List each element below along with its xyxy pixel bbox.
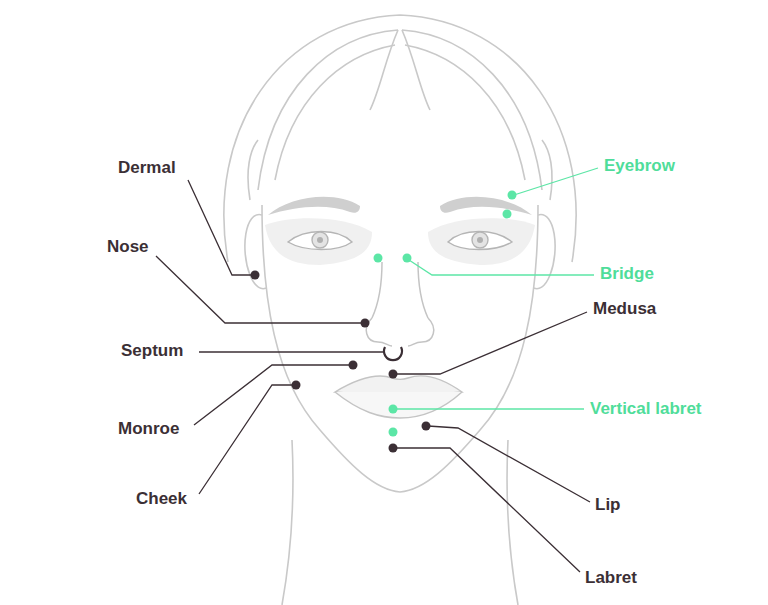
iris <box>312 232 328 248</box>
piercing-label: Vertical labret <box>590 399 702 419</box>
piercing-dot <box>374 254 383 263</box>
piercing-dot <box>389 444 398 453</box>
nostril <box>408 318 434 346</box>
leader-line <box>199 351 384 352</box>
face-outline <box>224 15 576 605</box>
piercing-dot <box>349 361 358 370</box>
piercing-label: Nose <box>107 237 149 257</box>
leader-line <box>396 448 580 572</box>
eyebrow-shape <box>440 197 532 215</box>
leader-line <box>514 168 598 195</box>
nose-line <box>418 262 428 318</box>
leader-line <box>396 312 587 374</box>
leader-line <box>409 260 594 275</box>
piercing-dot <box>389 405 398 414</box>
piercing-dot <box>292 381 301 390</box>
neck-line <box>507 440 518 605</box>
leader-line <box>188 180 252 275</box>
ear <box>534 215 555 289</box>
leader-line <box>428 426 590 502</box>
piercing-dot <box>508 191 517 200</box>
piercing-label: Cheek <box>136 489 187 509</box>
iris <box>472 232 488 248</box>
lower-lip <box>335 392 462 418</box>
piercing-label: Medusa <box>593 299 656 319</box>
piercing-label: Lip <box>595 495 621 515</box>
hair-strand <box>258 30 398 190</box>
piercing-label: Monroe <box>118 419 179 439</box>
piercing-label: Eyebrow <box>604 156 675 176</box>
piercing-label: Labret <box>585 568 637 588</box>
pupil <box>477 237 483 243</box>
hair-parting <box>402 30 430 110</box>
eyebrow-shape <box>268 197 360 215</box>
piercing-dot <box>503 210 512 219</box>
ear <box>245 215 266 289</box>
eye <box>288 232 352 250</box>
septum-ring <box>384 347 402 360</box>
piercing-dot <box>403 254 412 263</box>
hair-strand <box>402 30 542 190</box>
eye <box>448 232 512 250</box>
nose-line <box>372 262 382 318</box>
piercing-label: Dermal <box>118 158 176 178</box>
hair-parting <box>370 30 398 110</box>
piercing-dot <box>361 319 370 328</box>
leader-line <box>396 408 584 409</box>
hair-strand <box>542 140 552 200</box>
hair-strand <box>248 140 258 200</box>
piercing-dot <box>389 428 398 437</box>
hair-strand <box>275 45 395 180</box>
neck-line <box>282 440 293 605</box>
eye-shadow <box>265 218 372 265</box>
leader-line <box>194 365 350 425</box>
piercing-dot <box>251 271 260 280</box>
piercing-label: Septum <box>121 341 183 361</box>
leader-line <box>199 385 293 494</box>
nostril <box>366 318 392 346</box>
piercing-dot <box>422 422 431 431</box>
piercing-label: Bridge <box>600 264 654 284</box>
piercing-dot <box>389 370 398 379</box>
eye-shadow <box>428 218 535 265</box>
pupil <box>317 237 323 243</box>
leader-line <box>156 256 362 323</box>
hair-strand <box>405 45 525 180</box>
